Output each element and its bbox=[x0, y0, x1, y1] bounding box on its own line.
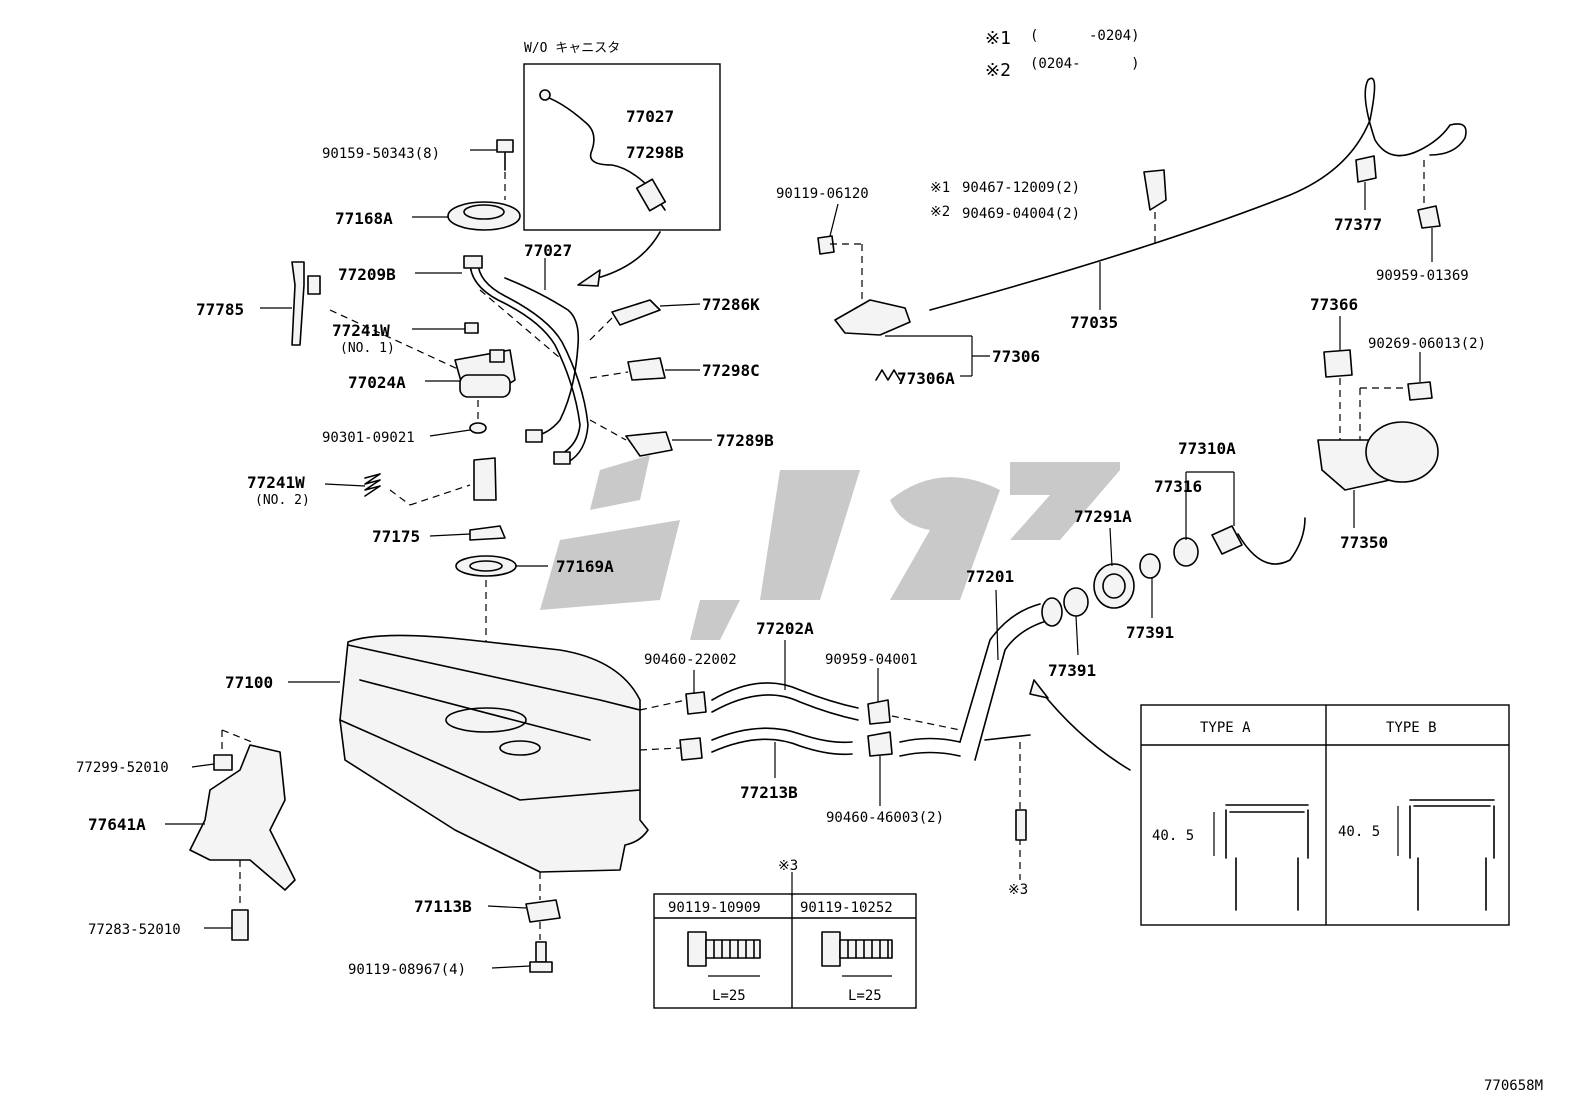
type-a-header: TYPE A bbox=[1200, 720, 1251, 736]
legend-note2-mark: ※2 bbox=[985, 60, 1011, 81]
fuel-tank-77100 bbox=[339, 634, 649, 873]
legend-note1-mark: ※1 bbox=[985, 28, 1011, 49]
label-90467-12009: 90467-12009(2) bbox=[962, 180, 1080, 196]
bolt-spec-table: ※3 90119-10909 90119-10252 L=25 L=25 bbox=[653, 858, 917, 1009]
filler-neck-parts bbox=[1063, 471, 1306, 617]
label-note1-mark: ※1 bbox=[930, 180, 950, 196]
label-90469-04004: 90469-04004(2) bbox=[962, 206, 1080, 222]
label-77035: 77035 bbox=[1070, 313, 1118, 332]
label-90119-06120: 90119-06120 bbox=[776, 186, 869, 202]
label-77366: 77366 bbox=[1310, 295, 1358, 314]
label-note3-bolt: ※3 bbox=[1008, 882, 1028, 898]
label-90269-06013: 90269-06013(2) bbox=[1368, 336, 1486, 352]
label-77641A: 77641A bbox=[88, 815, 146, 834]
label-77785: 77785 bbox=[196, 300, 244, 319]
label-note2-mark: ※2 bbox=[930, 204, 950, 220]
bolt-col2-header: 90119-10252 bbox=[800, 900, 893, 916]
label-77350: 77350 bbox=[1340, 533, 1388, 552]
fuel-lid-group bbox=[1317, 349, 1439, 491]
label-77299-52010: 77299-52010 bbox=[76, 760, 169, 776]
figure-code: 770658M bbox=[1484, 1078, 1543, 1094]
pump-assembly-group bbox=[291, 139, 589, 720]
label-77241W-no2: 77241W bbox=[247, 473, 305, 492]
bolt-col1-header: 90119-10909 bbox=[668, 900, 761, 916]
label-77391-b: 77391 bbox=[1048, 661, 1096, 680]
watermark-logo bbox=[540, 455, 1120, 640]
label-77202A: 77202A bbox=[756, 619, 814, 638]
label-77391-a: 77391 bbox=[1126, 623, 1174, 642]
part-labels: 90159-50343(8) 77168A 77027 77209B 77785… bbox=[76, 146, 1486, 978]
label-77310A: 77310A bbox=[1178, 439, 1236, 458]
type-b-dimension: 40. 5 bbox=[1338, 824, 1380, 840]
label-90460-46003: 90460-46003(2) bbox=[826, 810, 944, 826]
label-77100: 77100 bbox=[225, 673, 273, 692]
label-77113B: 77113B bbox=[414, 897, 472, 916]
label-90959-04001: 90959-04001 bbox=[825, 652, 918, 668]
label-77169A: 77169A bbox=[556, 557, 614, 576]
label-77209B: 77209B bbox=[338, 265, 396, 284]
type-b-header: TYPE B bbox=[1386, 720, 1437, 736]
label-77201: 77201 bbox=[966, 567, 1014, 586]
label-77286K: 77286K bbox=[702, 295, 760, 314]
label-77168A: 77168A bbox=[335, 209, 393, 228]
legend-note1-range: ( -0204) bbox=[1030, 28, 1140, 44]
label-77306: 77306 bbox=[992, 347, 1040, 366]
label-77283-52010: 77283-52010 bbox=[88, 922, 181, 938]
type-spec-table: TYPE A TYPE B 40. 5 40. 5 bbox=[1140, 704, 1510, 926]
inset-title: W/O キャニスタ bbox=[524, 41, 620, 56]
legend-note2-range: (0204- ) bbox=[1030, 56, 1140, 72]
opener-cable-77035 bbox=[817, 77, 1467, 381]
label-90159-50343: 90159-50343(8) bbox=[322, 146, 440, 162]
label-90119-08967: 90119-08967(4) bbox=[348, 962, 466, 978]
label-90460-22002: 90460-22002 bbox=[644, 652, 737, 668]
bracket-77641A bbox=[189, 729, 296, 941]
bolt-col1-length: L=25 bbox=[712, 988, 746, 1004]
label-77377: 77377 bbox=[1334, 215, 1382, 234]
inset-without-canister: W/O キャニスタ 77027 77298B bbox=[523, 41, 721, 287]
label-77213B: 77213B bbox=[740, 783, 798, 802]
filler-pipe-77201 bbox=[959, 597, 1131, 880]
label-no1: (NO. 1) bbox=[340, 341, 395, 356]
bolt-table-note: ※3 bbox=[778, 858, 798, 874]
label-no2: (NO. 2) bbox=[255, 493, 310, 508]
label-77027: 77027 bbox=[524, 241, 572, 260]
type-a-dimension: 40. 5 bbox=[1152, 828, 1194, 844]
leader-lines bbox=[165, 149, 1433, 969]
tank-bottom-parts bbox=[525, 872, 561, 973]
inset-part-77027: 77027 bbox=[626, 107, 674, 126]
label-77024A: 77024A bbox=[348, 373, 406, 392]
label-77298C: 77298C bbox=[702, 361, 760, 380]
label-77316: 77316 bbox=[1154, 477, 1202, 496]
label-77291A: 77291A bbox=[1074, 507, 1132, 526]
label-77289B: 77289B bbox=[716, 431, 774, 450]
label-77306A: 77306A bbox=[897, 369, 955, 388]
label-77175: 77175 bbox=[372, 527, 420, 546]
inset-part-77298B: 77298B bbox=[626, 143, 684, 162]
label-90301-09021: 90301-09021 bbox=[322, 430, 415, 446]
bolt-col2-length: L=25 bbox=[848, 988, 882, 1004]
pipe-clips-group bbox=[589, 299, 673, 457]
label-77241W-no1: 77241W bbox=[332, 321, 390, 340]
label-90959-01369: 90959-01369 bbox=[1376, 268, 1469, 284]
hoses-group bbox=[639, 682, 961, 761]
